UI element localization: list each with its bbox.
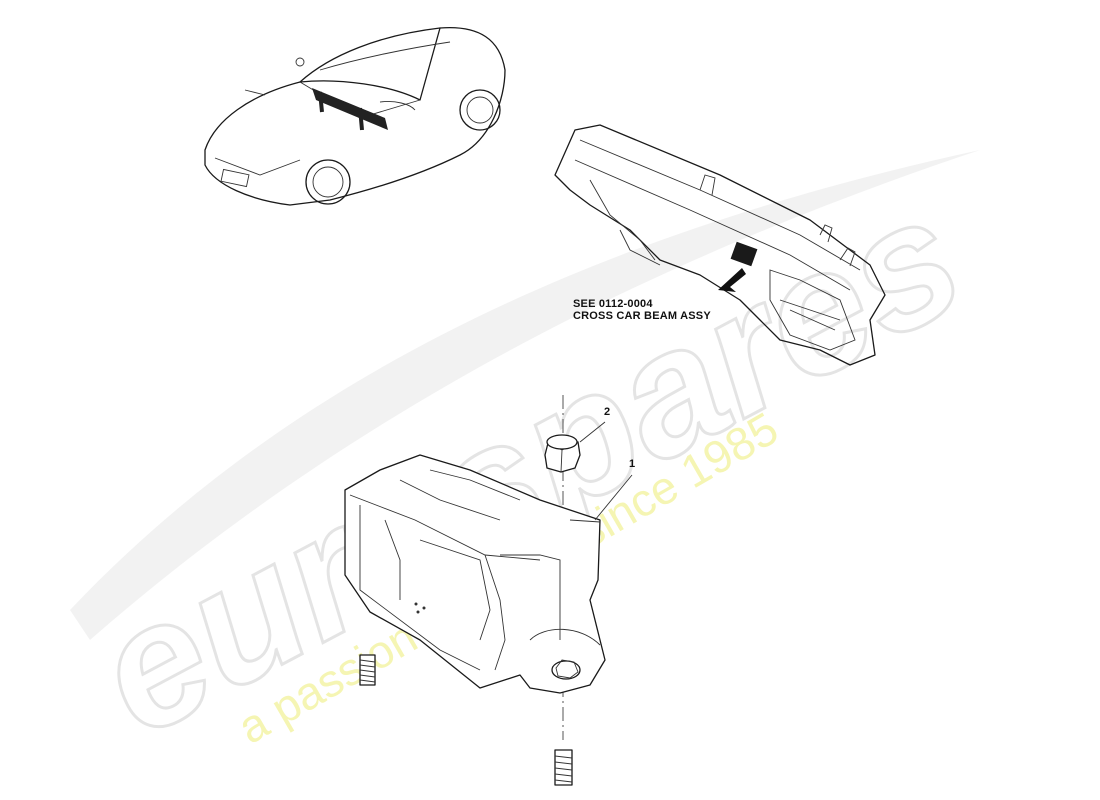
callout-part-2: 2 [604, 406, 611, 418]
callout-part-1: 1 [629, 458, 636, 470]
reference-note-line1: SEE 0112-0004 [573, 298, 653, 310]
control-module-part [344, 454, 606, 694]
hex-nut-part [544, 434, 581, 473]
stud-left [359, 654, 376, 686]
callout-leader-1 [594, 474, 633, 521]
callout-leader-2 [579, 421, 606, 443]
cross-car-beam-reference: SEE 0112-0004 CROSS CAR BEAM ASSY [573, 298, 711, 322]
cross-car-beam-illustration [554, 124, 886, 366]
car-overview-illustration [204, 26, 506, 206]
stud-bottom [554, 749, 573, 786]
reference-note-line2: CROSS CAR BEAM ASSY [573, 310, 711, 322]
